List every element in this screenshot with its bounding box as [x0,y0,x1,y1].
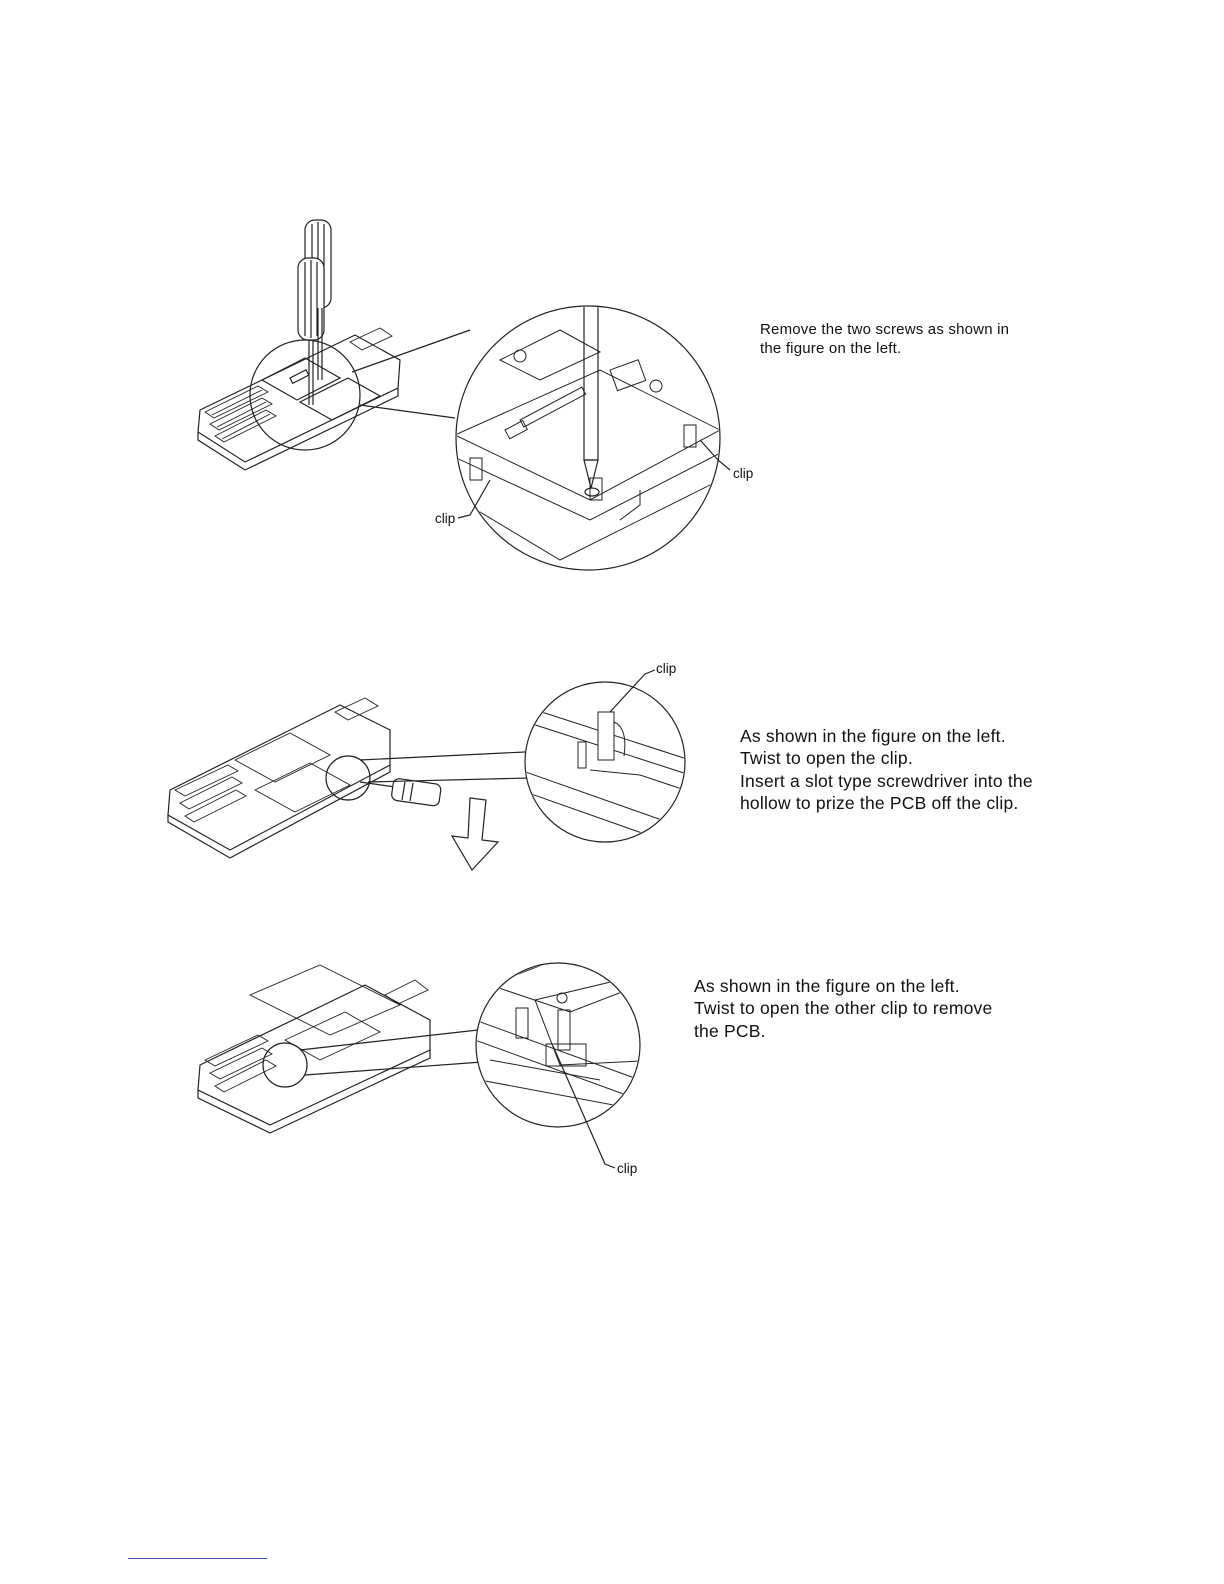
step-3-caption: As shown in the figure on the left. Twis… [694,975,1054,1042]
drive-board [198,985,430,1125]
clip-label: clip [617,1161,637,1176]
footer-rule [128,1558,267,1559]
